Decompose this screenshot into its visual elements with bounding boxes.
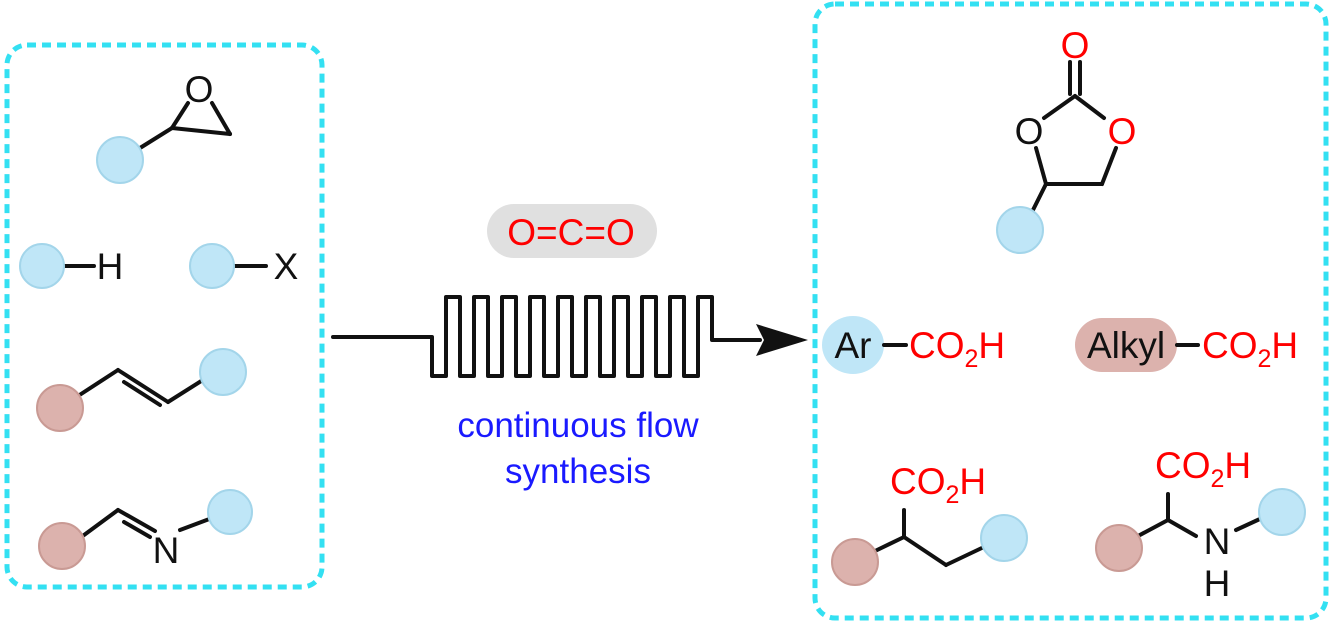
blue-substituent-ball bbox=[207, 489, 253, 535]
epoxide-bond-substituent bbox=[138, 126, 174, 150]
halide-label: X bbox=[274, 246, 299, 287]
hydrocarboxylation-product: CO2H bbox=[831, 461, 1028, 586]
carbonyl-oxygen-label: O bbox=[1061, 25, 1090, 66]
acid-subscript: 2 bbox=[965, 345, 979, 373]
carbonate-bond-substituent bbox=[1030, 182, 1048, 214]
epoxide-oxygen-label: O bbox=[185, 69, 214, 110]
acid-subscript: 2 bbox=[1258, 345, 1272, 373]
alkene-bond-left bbox=[76, 368, 120, 398]
reaction-conditions: O=C=O continuous flow synthesis bbox=[331, 204, 808, 491]
alkyl-acid-product: Alkyl CO2H bbox=[1075, 318, 1298, 373]
aryl-group-label: Ar bbox=[835, 325, 872, 366]
substrates-frame bbox=[4, 42, 325, 590]
alkene-double-bond-1 bbox=[116, 368, 170, 404]
acid-subscript: 2 bbox=[1211, 465, 1225, 493]
blue-substituent-ball bbox=[19, 243, 65, 289]
hydro-bond-middle bbox=[902, 535, 948, 567]
amino-bond-left bbox=[1136, 518, 1170, 538]
products-panel: O O O Ar CO2H Alkyl CO2H CO2H bbox=[812, 1, 1329, 621]
ring-oxygen-left-label: O bbox=[1015, 111, 1044, 152]
amino-bond-nr bbox=[1234, 516, 1264, 532]
process-label-line2: synthesis bbox=[505, 452, 651, 491]
acid-co: CO bbox=[1155, 445, 1211, 486]
acid-h: H bbox=[1224, 445, 1251, 486]
acid-co: CO bbox=[890, 461, 946, 502]
alkene-bond-right bbox=[166, 376, 208, 404]
hydro-bond-left bbox=[871, 535, 906, 554]
epoxide-substrate: O bbox=[96, 69, 232, 184]
alkene-double-bond-2 bbox=[122, 380, 162, 407]
red-substituent-ball bbox=[1095, 524, 1143, 572]
amino-bond-cn bbox=[1166, 518, 1198, 538]
co2-label: O=C=O bbox=[507, 212, 635, 253]
hydrogen-label: H bbox=[97, 246, 124, 287]
blue-substituent-ball bbox=[189, 243, 235, 289]
cyclic-carbonate-product: O O O bbox=[996, 25, 1137, 254]
red-substituent-ball bbox=[38, 522, 86, 570]
acid-co: CO bbox=[1202, 325, 1258, 366]
imine-double-bond-1 bbox=[116, 508, 157, 533]
imine-bond-right bbox=[178, 516, 214, 532]
amino-hydrogen-label: H bbox=[1204, 563, 1231, 604]
flow-reactor-coil bbox=[331, 295, 762, 378]
products-frame bbox=[812, 1, 1329, 621]
ring-oxygen-right-label: O bbox=[1108, 111, 1137, 152]
blue-substituent-ball bbox=[1258, 488, 1306, 536]
co2-pill bbox=[487, 204, 657, 258]
acid-co: CO bbox=[909, 325, 965, 366]
imine-nitrogen-label: N bbox=[153, 530, 180, 571]
blue-substituent-ball bbox=[980, 514, 1028, 562]
hydro-acid-label: CO2H bbox=[890, 461, 986, 509]
acid-h: H bbox=[959, 461, 986, 502]
aryl-acid-product: Ar CO2H bbox=[822, 316, 1005, 374]
imine-substrate: N bbox=[38, 489, 253, 571]
acid-h: H bbox=[1271, 325, 1298, 366]
ch-substrate: H bbox=[19, 243, 124, 289]
substrates-panel: O H X bbox=[4, 42, 325, 590]
alkene-substrate bbox=[36, 348, 247, 432]
halide-substrate: X bbox=[189, 243, 299, 289]
reaction-arrowhead bbox=[756, 324, 808, 356]
blue-substituent-ball bbox=[96, 136, 144, 184]
imine-bond-left bbox=[78, 508, 120, 540]
process-label-line1: continuous flow bbox=[457, 406, 699, 445]
blue-substituent-ball bbox=[996, 206, 1044, 254]
alkyl-acid-label: CO2H bbox=[1202, 325, 1298, 373]
carbonate-bond-c-oright bbox=[1073, 94, 1106, 120]
imine-double-bond-2 bbox=[122, 520, 152, 539]
carbonate-bond-c-oleft bbox=[1042, 94, 1077, 120]
carbonate-bond-oleft-c bbox=[1034, 146, 1048, 186]
aryl-acid-label: CO2H bbox=[909, 325, 1005, 373]
blue-substituent-ball bbox=[199, 348, 247, 396]
epoxide-bond-cc bbox=[170, 126, 232, 136]
amino-acid-product: CO2H N H bbox=[1095, 445, 1306, 604]
red-substituent-ball bbox=[36, 384, 84, 432]
alkyl-group-label: Alkyl bbox=[1087, 325, 1165, 366]
carbonate-bond-c-oright bbox=[1100, 146, 1118, 186]
acid-subscript: 2 bbox=[946, 481, 960, 509]
amino-nitrogen-label: N bbox=[1204, 521, 1231, 562]
amino-acid-label: CO2H bbox=[1155, 445, 1251, 493]
hydro-bond-right bbox=[944, 544, 988, 567]
alkyl-group-blob bbox=[1075, 318, 1177, 372]
aryl-group-blob bbox=[822, 316, 884, 374]
epoxide-bond-co-right bbox=[210, 101, 232, 136]
epoxide-bond-co-left bbox=[170, 101, 190, 130]
acid-h: H bbox=[978, 325, 1005, 366]
red-substituent-ball bbox=[831, 538, 879, 586]
